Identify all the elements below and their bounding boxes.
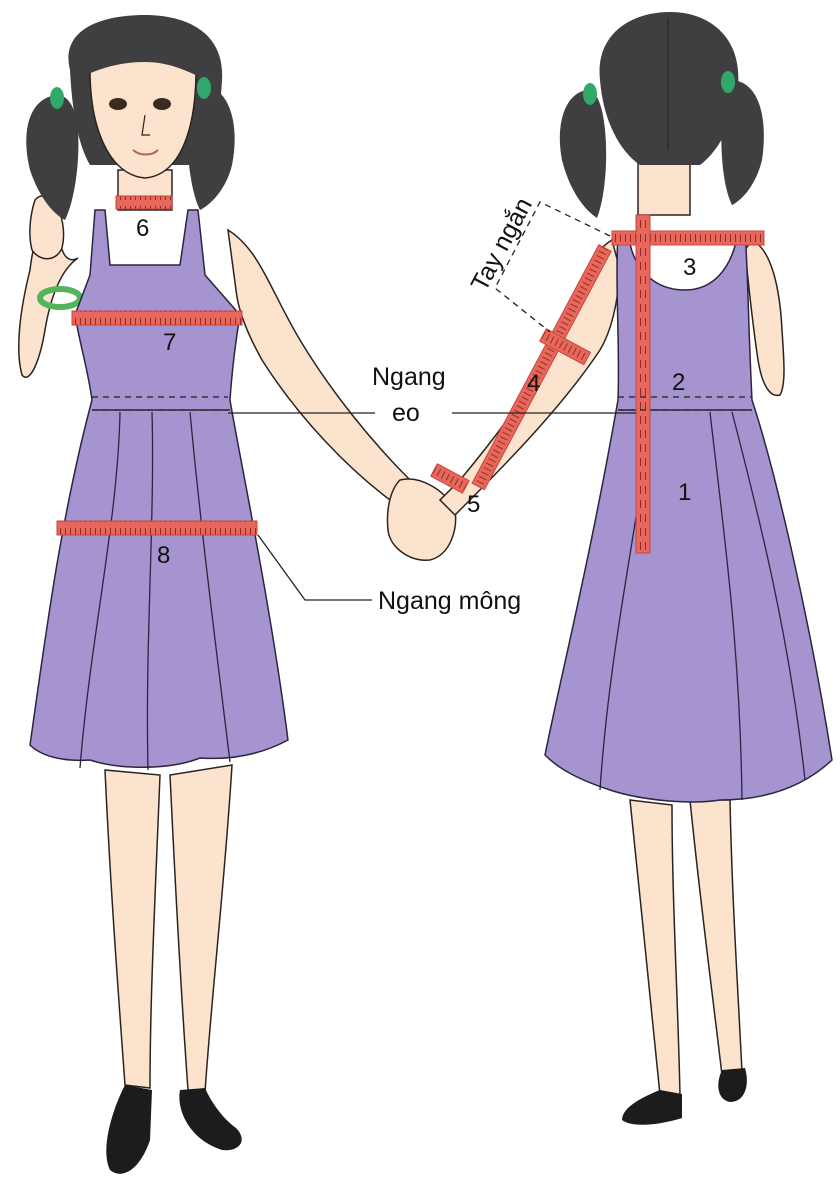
back-left-shoe	[622, 1090, 682, 1125]
number-7: 7	[163, 329, 176, 356]
number-6: 6	[136, 215, 149, 242]
hip-leader-line	[258, 535, 372, 600]
held-hands	[388, 479, 456, 560]
short-sleeve-label: Tay ngắn	[465, 193, 538, 296]
back-figure	[440, 12, 832, 1125]
waist-label-line2: eo	[392, 399, 420, 427]
hip-label: Ngang mông	[378, 587, 521, 615]
front-left-shoe	[106, 1085, 152, 1174]
front-right-shoe	[179, 1088, 241, 1150]
front-right-leg	[170, 765, 232, 1092]
back-right-hair-tie	[721, 71, 735, 93]
back-right-shoe	[718, 1068, 747, 1102]
number-1: 1	[678, 479, 691, 506]
tape-6-neck	[116, 196, 172, 209]
front-left-leg	[105, 770, 160, 1088]
back-hair	[600, 12, 739, 165]
number-4: 4	[527, 370, 540, 397]
front-right-hair-tie	[197, 77, 211, 99]
back-left-hair-tie	[583, 83, 597, 105]
tape-7-chest	[72, 311, 242, 325]
back-right-pigtail	[721, 80, 764, 205]
tape-1-back-length	[636, 215, 650, 553]
tape-8-hip	[57, 521, 257, 535]
front-left-hair-tie	[50, 87, 64, 109]
back-left-pigtail	[560, 90, 606, 218]
back-right-leg	[690, 800, 742, 1075]
tape-3-shoulder	[612, 231, 764, 245]
number-2: 2	[672, 369, 685, 396]
number-8: 8	[157, 542, 170, 569]
back-left-leg	[630, 800, 680, 1095]
number-5: 5	[467, 491, 480, 518]
number-3: 3	[683, 254, 696, 281]
waist-label-line1: Ngang	[372, 363, 446, 391]
